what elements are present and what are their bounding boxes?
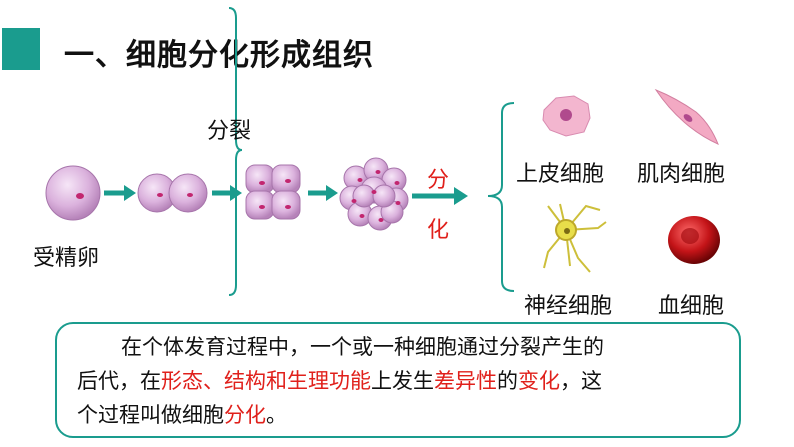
summary-text: 在个体发育过程中，一个或一种细胞通过分裂产生的 后代，在形态、结构和生理功能上发… xyxy=(77,330,727,432)
muscle-cell-image xyxy=(654,88,719,145)
division-label: 分裂 xyxy=(207,119,252,144)
epithelial-cell-image xyxy=(542,95,591,137)
highlight-morphology: 形态、结构和生理功能 xyxy=(161,369,371,393)
summary-p2e: 的 xyxy=(497,369,518,393)
title-marker xyxy=(2,28,40,70)
morula-cell-cluster xyxy=(339,157,409,231)
blood-cell-image xyxy=(668,216,720,264)
highlight-differentiation: 分化 xyxy=(224,403,266,427)
cell-types-bracket xyxy=(487,102,515,292)
blood-cell-label: 血细胞 xyxy=(658,294,725,319)
fertilized-egg-cell xyxy=(45,165,101,221)
nerve-cell-image xyxy=(543,203,607,273)
two-cell-stage xyxy=(137,173,208,213)
summary-box: 在个体发育过程中，一个或一种细胞通过分裂产生的 后代，在形态、结构和生理功能上发… xyxy=(55,322,741,438)
highlight-difference: 差异性 xyxy=(434,369,497,393)
differentiation-label-top: 分 xyxy=(427,168,450,193)
page-title: 一、细胞分化形成组织 xyxy=(64,38,374,73)
division-bracket xyxy=(228,7,243,296)
differentiation-arrow xyxy=(412,187,468,205)
epithelial-cell-label: 上皮细胞 xyxy=(516,162,605,187)
summary-p2g: ，这 xyxy=(560,369,602,393)
arrow-2 xyxy=(212,185,242,201)
summary-p2c: 上发生 xyxy=(371,369,434,393)
fertilized-egg-label: 受精卵 xyxy=(33,246,100,271)
summary-p1: 在个体发育过程中，一个或一种细胞通过分裂产生的 xyxy=(121,335,604,359)
nerve-cell-label: 神经细胞 xyxy=(524,294,613,319)
cell-diagram xyxy=(45,7,720,296)
arrow-3 xyxy=(308,185,338,201)
highlight-change: 变化 xyxy=(518,369,560,393)
summary-p3c: 。 xyxy=(266,403,287,427)
summary-line-3: 个过程叫做细胞分化。 xyxy=(77,398,727,432)
summary-p3a: 个过程叫做细胞 xyxy=(77,403,224,427)
eight-cell-stage xyxy=(245,164,301,220)
muscle-cell-label: 肌肉细胞 xyxy=(637,162,726,187)
summary-line-2: 后代，在形态、结构和生理功能上发生差异性的变化，这 xyxy=(77,364,727,398)
differentiation-label-bottom: 化 xyxy=(427,218,450,243)
summary-line-1: 在个体发育过程中，一个或一种细胞通过分裂产生的 xyxy=(77,330,727,364)
arrow-1 xyxy=(104,185,136,201)
summary-p2a: 后代，在 xyxy=(77,369,161,393)
